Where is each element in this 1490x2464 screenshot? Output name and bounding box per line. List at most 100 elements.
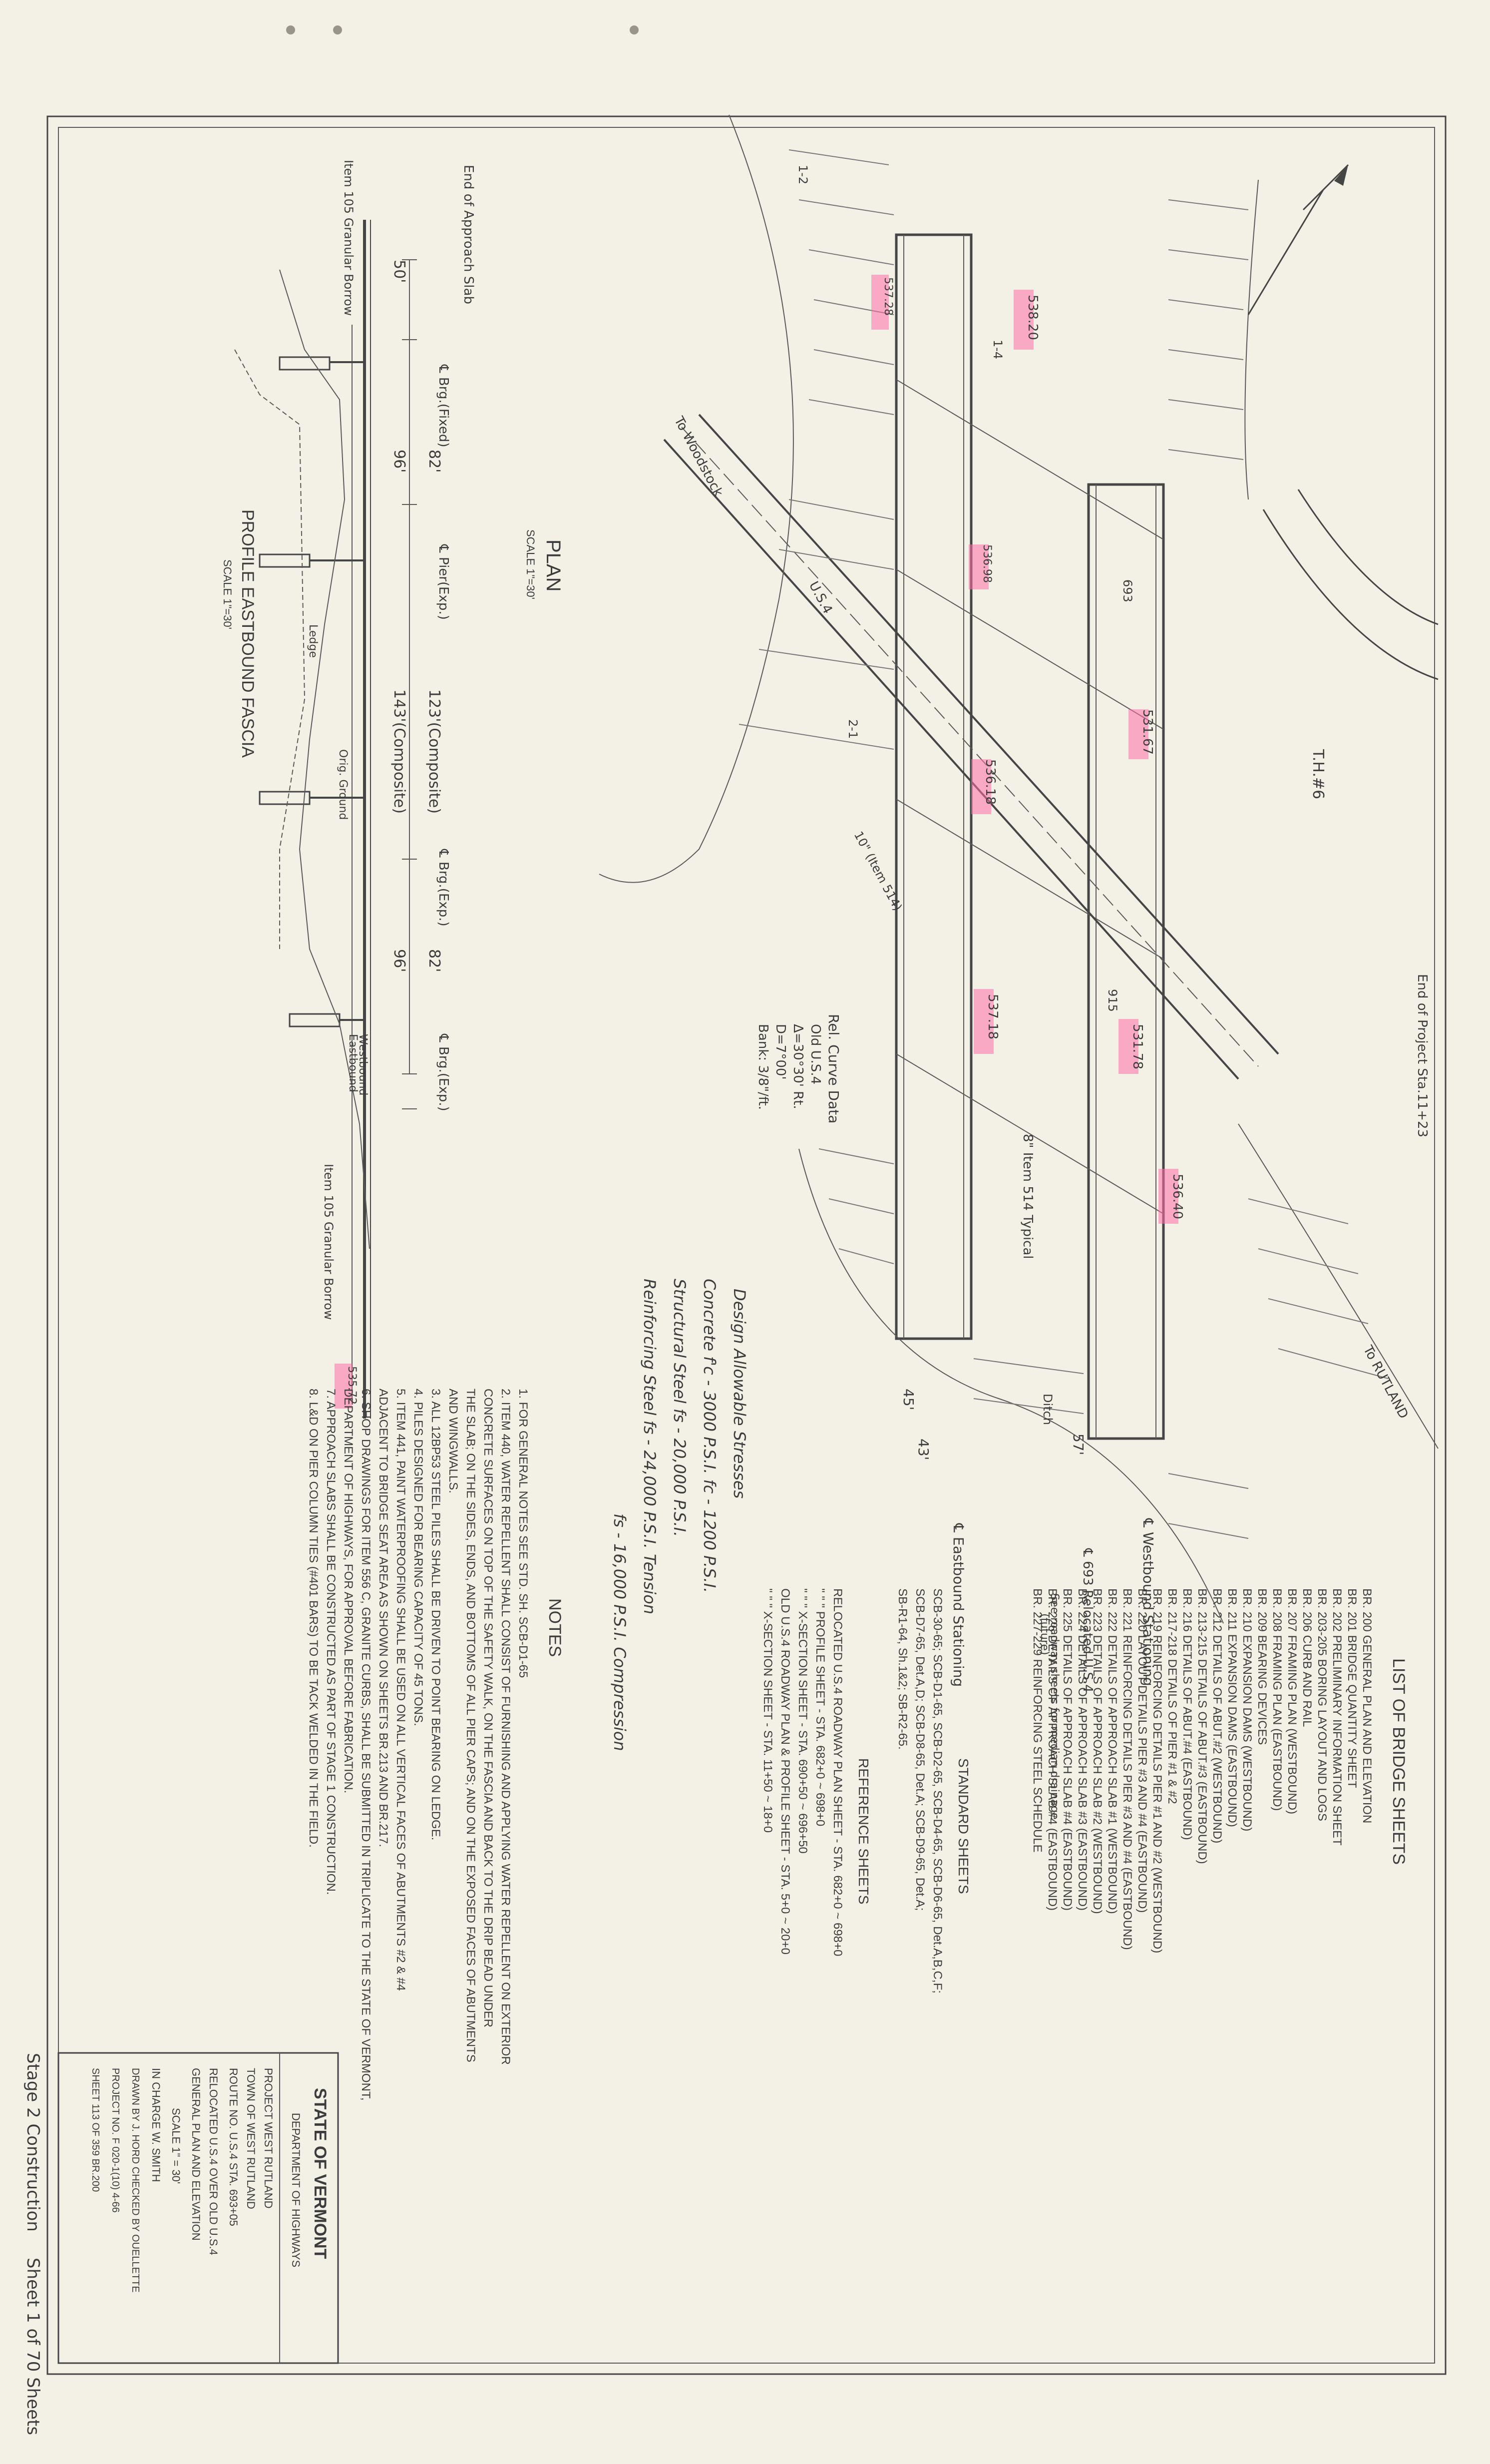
label-915: 915 — [1106, 989, 1119, 1012]
elev-531-67: 531.67 — [1140, 709, 1155, 755]
stresses-title: Design Allowable Stresses — [730, 1289, 749, 1498]
th6-label: T.H.#6 — [1309, 749, 1327, 799]
standard-sheets-title: STANDARD SHEETS — [956, 1758, 971, 1894]
sheet-item: BR. 217-218 DETAILS OF PIER #1 & #2 — [1165, 1588, 1179, 1804]
span-96-label: 96' — [390, 450, 408, 473]
sheet-item: BR. 221 REINFORCING DETAILS PIER #3 AND … — [1120, 1588, 1134, 1950]
slope-1-2: 1-2 — [796, 165, 810, 184]
end-of-project-label: End of Project Sta.11+23 — [1415, 974, 1430, 1137]
sheet-item: BR. 225 DETAILS OF APPROACH SLAB #4 (EAS… — [1061, 1588, 1074, 1911]
ledge-label: Ledge — [307, 624, 319, 658]
title-scale: SCALE 1" = 30' — [170, 2108, 182, 2184]
note-line: 3. ALL 12BP53 STEEL PILES SHALL BE DRIVE… — [429, 1389, 442, 1840]
curve-bank: Bank: 3/8"/ft. — [755, 1024, 770, 1110]
sheet-item: BR. 213-215 DETAILS OF ABUT.#3 (EASTBOUN… — [1195, 1588, 1209, 1864]
reference-sheet-line: RELOCATED U.S.4 ROADWAY PLAN SHEET - STA… — [831, 1588, 844, 1957]
elev-536-18: 536.18 — [983, 759, 998, 805]
label-693: 693 — [1120, 579, 1134, 602]
bridge-sheets-list: LIST OF BRIDGE SHEETS BR. 200 GENERAL PL… — [1031, 1588, 1408, 1953]
span-123-label: 123'(Composite) — [425, 689, 443, 814]
profile-title: PROFILE EASTBOUND FASCIA — [238, 509, 257, 758]
standard-sheet-line: SCB-D7-65, Det.A,D; SCB-D8-65, Det.A; SC… — [913, 1588, 927, 1911]
title-line-1: RELOCATED U.S.4 OVER OLD U.S.4 — [207, 2068, 220, 2255]
title-project-no: PROJECT NO. F 020-1(10) 4-66 — [110, 2068, 121, 2213]
curve-d: D=7°00' — [773, 1024, 788, 1080]
slope-hatching — [739, 149, 1389, 1539]
stress-reinforcing: Reinforcing Steel fs - 24,000 P.S.I. Ten… — [640, 1279, 659, 1614]
curve-old: Old U.S.4 — [808, 1024, 823, 1084]
curve-data-title: Rel. Curve Data — [825, 1014, 842, 1123]
note-line: 1. FOR GENERAL NOTES SEE STD. SH. SCB-D1… — [516, 1389, 530, 1678]
sheet-item: BR. 201 BRIDGE QUANTITY SHEET — [1345, 1588, 1359, 1788]
note-line: 4. PILES DESIGNED FOR BEARING CAPACITY O… — [411, 1389, 425, 1726]
title-town: TOWN OF WEST RUTLAND — [245, 2068, 257, 2209]
plan-title: PLAN — [542, 539, 564, 592]
eastbound-stationing-label: ℄ Eastbound Stationing — [950, 1523, 967, 1687]
stress-compression: fs - 16,000 P.S.I. Compression — [610, 1513, 629, 1751]
bearing-fixed-label: ℄ Brg.(Fixed) — [436, 364, 451, 447]
note-line: 5. ITEM 441, PAINT WATERPROOFING SHALL B… — [394, 1389, 407, 1991]
sheet-item: BR. 226 DETAILS OF APPROACH SLAB #4 (EAS… — [1046, 1588, 1059, 1911]
note-line: 2. ITEM 440, WATER REPELLENT SHALL CONSI… — [499, 1389, 512, 2065]
sheet-item: BR. 227-229 REINFORCING STEEL SCHEDULE — [1031, 1588, 1044, 1853]
stage-label: Stage 2 Construction — [23, 2053, 43, 2232]
notes-title: NOTES — [545, 1598, 564, 1657]
item-105b-label: Item 105 Granular Borrow — [322, 1164, 336, 1320]
reference-sheet-line: " " " PROFILE SHEET - STA. 682+0 ~ 698+0 — [813, 1588, 827, 1826]
slope-1-4: 1-4 — [991, 340, 1005, 359]
sheet-item: BR. 203-205 BORING LAYOUT AND LOGS — [1315, 1588, 1329, 1821]
sheet-border — [46, 115, 1447, 2375]
stress-steel: Structural Steel fs - 20,000 P.S.I. — [670, 1279, 689, 1537]
approach-slab-label: End of Approach Slab — [461, 165, 476, 304]
reference-sheets-title: REFERENCE SHEETS — [856, 1758, 871, 1905]
dim-43-label: 43' — [915, 1439, 932, 1460]
title-in-charge: IN CHARGE W. SMITH — [150, 2068, 162, 2182]
note-line: DEPARTMENT OF HIGHWAYS, FOR APPROVAL BEF… — [342, 1389, 355, 1793]
notes-section: NOTES 1. FOR GENERAL NOTES SEE STD. SH. … — [307, 1389, 564, 2101]
median-note: See roadway sheets for median drainage — [1048, 1593, 1061, 1820]
sheet-item: BR. 222 DETAILS OF APPROACH SLAB #1 (WES… — [1106, 1588, 1119, 1914]
sheet-item: BR. 220 LAYOUT DETAILS PIER #3 AND #4 (E… — [1135, 1588, 1149, 1913]
punch-hole — [630, 25, 639, 34]
elev-538-20: 538.20 — [1025, 295, 1040, 340]
title-department: DEPARTMENT OF HIGHWAYS — [290, 2113, 302, 2267]
reference-sheet-line: " " " X-SECTION SHEET - STA. 11+50 ~ 18+… — [761, 1588, 774, 1833]
note-line: CONCRETE SURFACES ON TOP OF THE SAFETY W… — [481, 1389, 495, 2027]
reference-sheet-line: " " " X-SECTION SHEET - STA. 690+50 ~ 69… — [796, 1588, 809, 1854]
bearing-exp-b-label: ℄ Brg.(Exp.) — [436, 1033, 451, 1111]
sheet-item: BR. 207 FRAMING PLAN (WESTBOUND) — [1285, 1588, 1299, 1814]
bridge-sheets-title: LIST OF BRIDGE SHEETS — [1389, 1658, 1408, 1865]
item-105-label: Item 105 Granular Borrow — [342, 160, 356, 316]
sheet-item: BR. 216 DETAILS OF ABUT.#4 (EASTBOUND) — [1180, 1588, 1194, 1840]
title-sheet: SHEET 113 OF 359 BR.200 — [90, 2068, 101, 2192]
span-143-label: 143'(Composite) — [390, 689, 408, 814]
pier-exp-label: ℄ Pier(Exp.) — [436, 544, 451, 620]
reference-sheets: REFERENCE SHEETS RELOCATED U.S.4 ROADWAY… — [761, 1588, 871, 1957]
sheet-item: BR. 212 DETAILS OF ABUT.#2 (WESTBOUND) — [1210, 1588, 1224, 1843]
standard-sheets: STANDARD SHEETS SCB-30-65; SCB-D1-65, SC… — [896, 1588, 971, 1993]
eastbound-profile-label: Eastbound — [347, 1034, 359, 1092]
sheet-item: BR. 210 EXPANSION DAMS (WESTBOUND) — [1240, 1588, 1254, 1831]
sheet-count-label: Sheet 1 of 70 Sheets — [23, 2258, 43, 2435]
ditch-label: Ditch — [1041, 1394, 1055, 1425]
dim-57-label: 57' — [1070, 1434, 1087, 1455]
elev-537-18: 537.18 — [985, 994, 1000, 1039]
westbound-stationing-label: ℄ Westbound Stationing — [1140, 1518, 1156, 1686]
note-line: 7. APPROACH SLABS SHALL BE CONSTRUCTED A… — [324, 1389, 338, 1895]
us4-label: U.S.4 — [806, 579, 835, 616]
elev-531-78: 531.78 — [1130, 1024, 1145, 1069]
standard-sheet-line: SCB-30-65; SCB-D1-65, SCB-D2-65, SCB-D4-… — [931, 1588, 944, 1993]
note-line: 6. SHOP DRAWINGS FOR ITEM 556 C, GRANITE… — [359, 1389, 372, 2101]
to-rutland-label: To RUTLAND — [1360, 1343, 1411, 1421]
title-drawn: DRAWN BY J. HORD CHECKED BY OUELLETTE — [130, 2068, 141, 2293]
sheet-item: BR. 202 PRELIMINARY INFORMATION SHEET — [1330, 1588, 1344, 1846]
punch-hole — [333, 25, 342, 34]
title-block: STATE OF VERMONT DEPARTMENT OF HIGHWAYS … — [57, 2052, 339, 2364]
note-line: ADJACENT TO BRIDGE SEAT AREA AS SHOWN ON… — [376, 1389, 390, 1847]
standard-sheet-line: SB-R1-64, Sh.1&2; SB-R2-65. — [896, 1588, 909, 1750]
sheet-item: BR. 219 REINFORCING DETAILS PIER #1 AND … — [1150, 1588, 1164, 1953]
profile-section: End of Approach Slab 50' Item 105 Granul… — [221, 160, 476, 1419]
design-stresses: Design Allowable Stresses Concrete f'c -… — [610, 1279, 749, 1751]
